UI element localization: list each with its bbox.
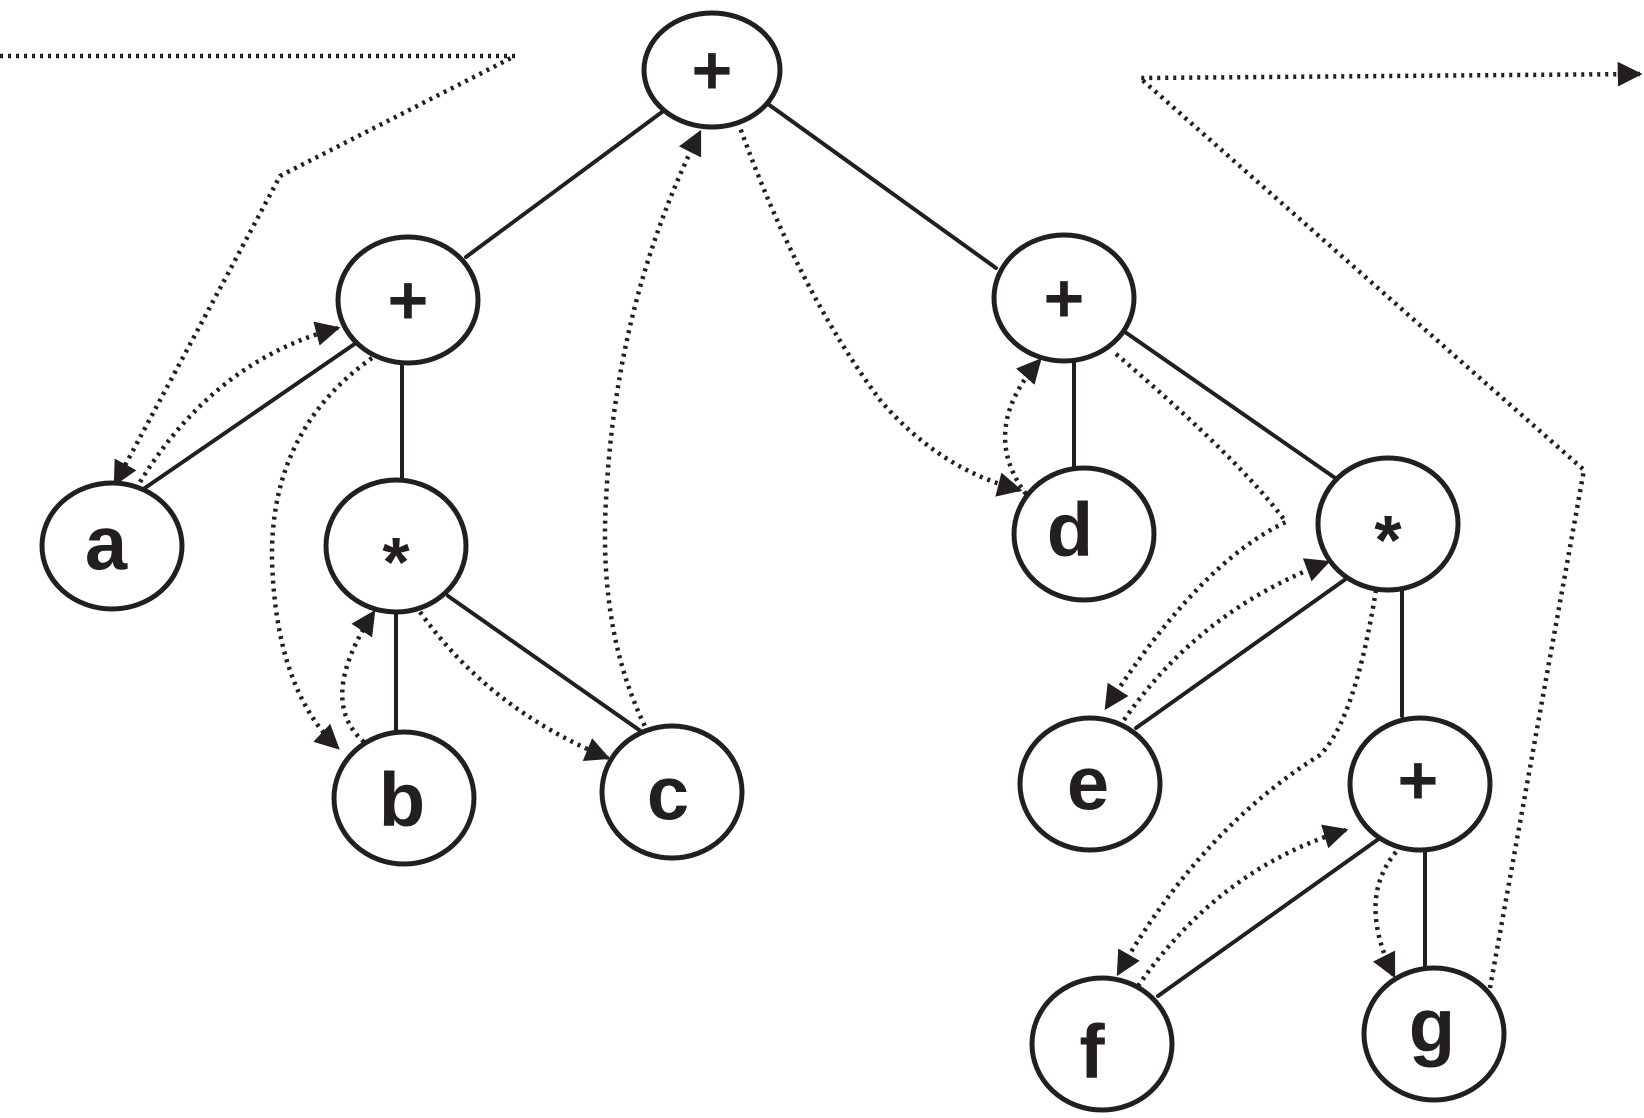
traversal-exit-line [1134,61,1643,989]
node-right-plus-label: + [1044,259,1085,337]
traversal-c-to-root [602,129,703,742]
node-d: d [1011,465,1157,603]
node-right-plus: + [991,232,1137,364]
node-left-plus-label: + [388,261,429,339]
node-a: a [39,480,185,612]
traversal-b-to-left-star [340,609,376,744]
node-c: c [599,723,745,861]
node-e-label: e [1067,742,1109,827]
node-root-label: + [692,31,733,109]
node-inner-plus: + [1347,715,1493,853]
node-b: b [331,729,477,867]
node-f: f [1029,975,1175,1113]
edge-right-star-e [1134,574,1352,730]
node-f-label: f [1079,1010,1105,1095]
edge-root-left-plus [464,110,664,259]
traversal-e-to-right-star [1122,558,1331,722]
traversal-f-to-inner-plus [1136,824,1349,988]
edge-left-plus-a [140,341,358,492]
traversal-inner-plus-to-g [1372,850,1398,979]
traversal-d-to-right-plus [1002,358,1042,496]
node-g: g [1361,965,1507,1103]
node-right-star-label: * [1374,501,1402,579]
node-left-plus: + [335,234,481,366]
edge-left-star-c [446,594,644,734]
node-left-star-label: * [382,523,410,601]
node-a-label: a [85,502,128,587]
tree-edges [140,102,1427,998]
node-b-label: b [379,758,425,843]
tree-nodes: + + + a * b c d [39,10,1507,1113]
node-left-star: * [323,477,469,615]
edge-right-plus-star [1123,330,1340,482]
node-inner-plus-label: + [1398,741,1439,819]
edge-root-right-plus [766,102,998,270]
traversal-path [0,53,1643,989]
traversal-root-to-d [735,121,1023,497]
traversal-right-star-to-f [1116,589,1379,977]
edge-inner-plus-f [1156,836,1382,998]
node-g-label: g [1409,984,1455,1069]
traversal-left-star-to-c [418,610,611,762]
node-right-star: * [1315,455,1461,593]
node-c-label: c [647,752,689,837]
node-d-label: d [1047,488,1093,573]
node-e: e [1017,715,1163,853]
traversal-a-to-left-plus [138,321,341,484]
node-root: + [641,10,783,130]
